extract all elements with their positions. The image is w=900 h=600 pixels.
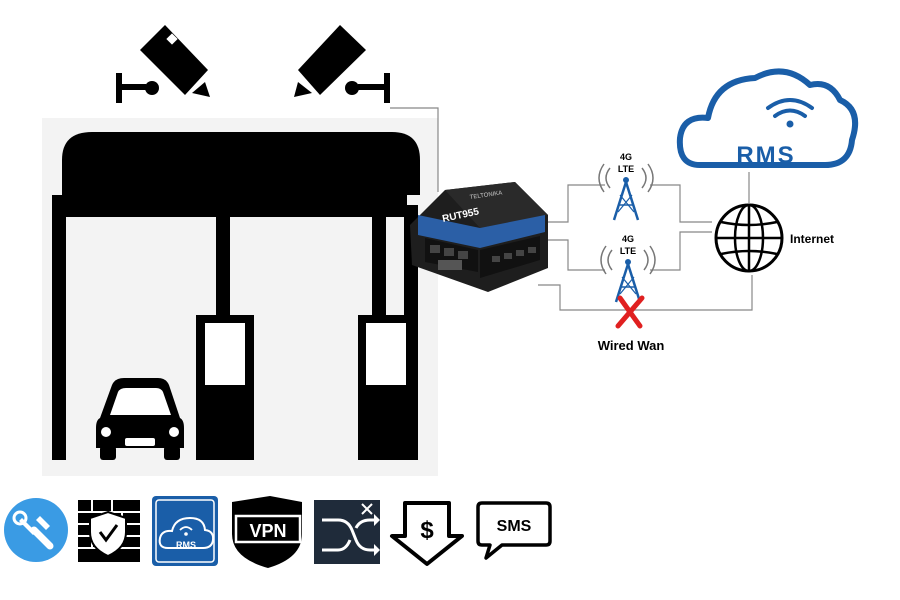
internet-label: Internet <box>790 232 834 246</box>
camera-link-line <box>390 107 439 192</box>
security-camera-left-icon <box>116 25 210 103</box>
toll-gate-icon <box>52 132 420 460</box>
tower-bottom-tech: LTE <box>620 246 636 256</box>
feature-icon-firewall <box>78 500 140 562</box>
router-brand-label: TELTONIKA <box>469 190 502 201</box>
cell-tower-top-icon: 4G LTE <box>598 152 654 221</box>
cost-badge-label: $ <box>420 517 434 544</box>
rms-cloud-icon: RMS <box>676 68 858 169</box>
wan-links <box>538 184 753 311</box>
tower-top-tech: LTE <box>618 164 634 174</box>
feature-icon-cost: $ <box>390 501 464 566</box>
rms-badge-label: RMS <box>176 540 196 550</box>
wired-wan-label: Wired Wan <box>598 338 665 353</box>
rms-cloud-label: RMS <box>736 142 795 169</box>
sms-badge-label: SMS <box>497 518 532 535</box>
tower-top-band: 4G <box>620 152 632 162</box>
feature-icon-failover <box>314 500 380 564</box>
cell-tower-bottom-icon: 4G LTE <box>600 234 656 303</box>
router-device: RUT955 TELTONIKA <box>410 182 548 292</box>
globe-icon <box>714 203 784 273</box>
feature-icon-vpn: VPN <box>232 496 302 568</box>
feature-icon-wrench <box>4 498 68 562</box>
car-icon <box>96 378 184 460</box>
security-camera-right-icon <box>294 25 390 103</box>
vpn-badge-label: VPN <box>249 521 286 541</box>
link-down-x-icon <box>615 295 645 329</box>
feature-icon-rms: RMS <box>152 496 218 566</box>
tower-bottom-band: 4G <box>622 234 634 244</box>
feature-icon-sms: SMS <box>476 501 552 560</box>
